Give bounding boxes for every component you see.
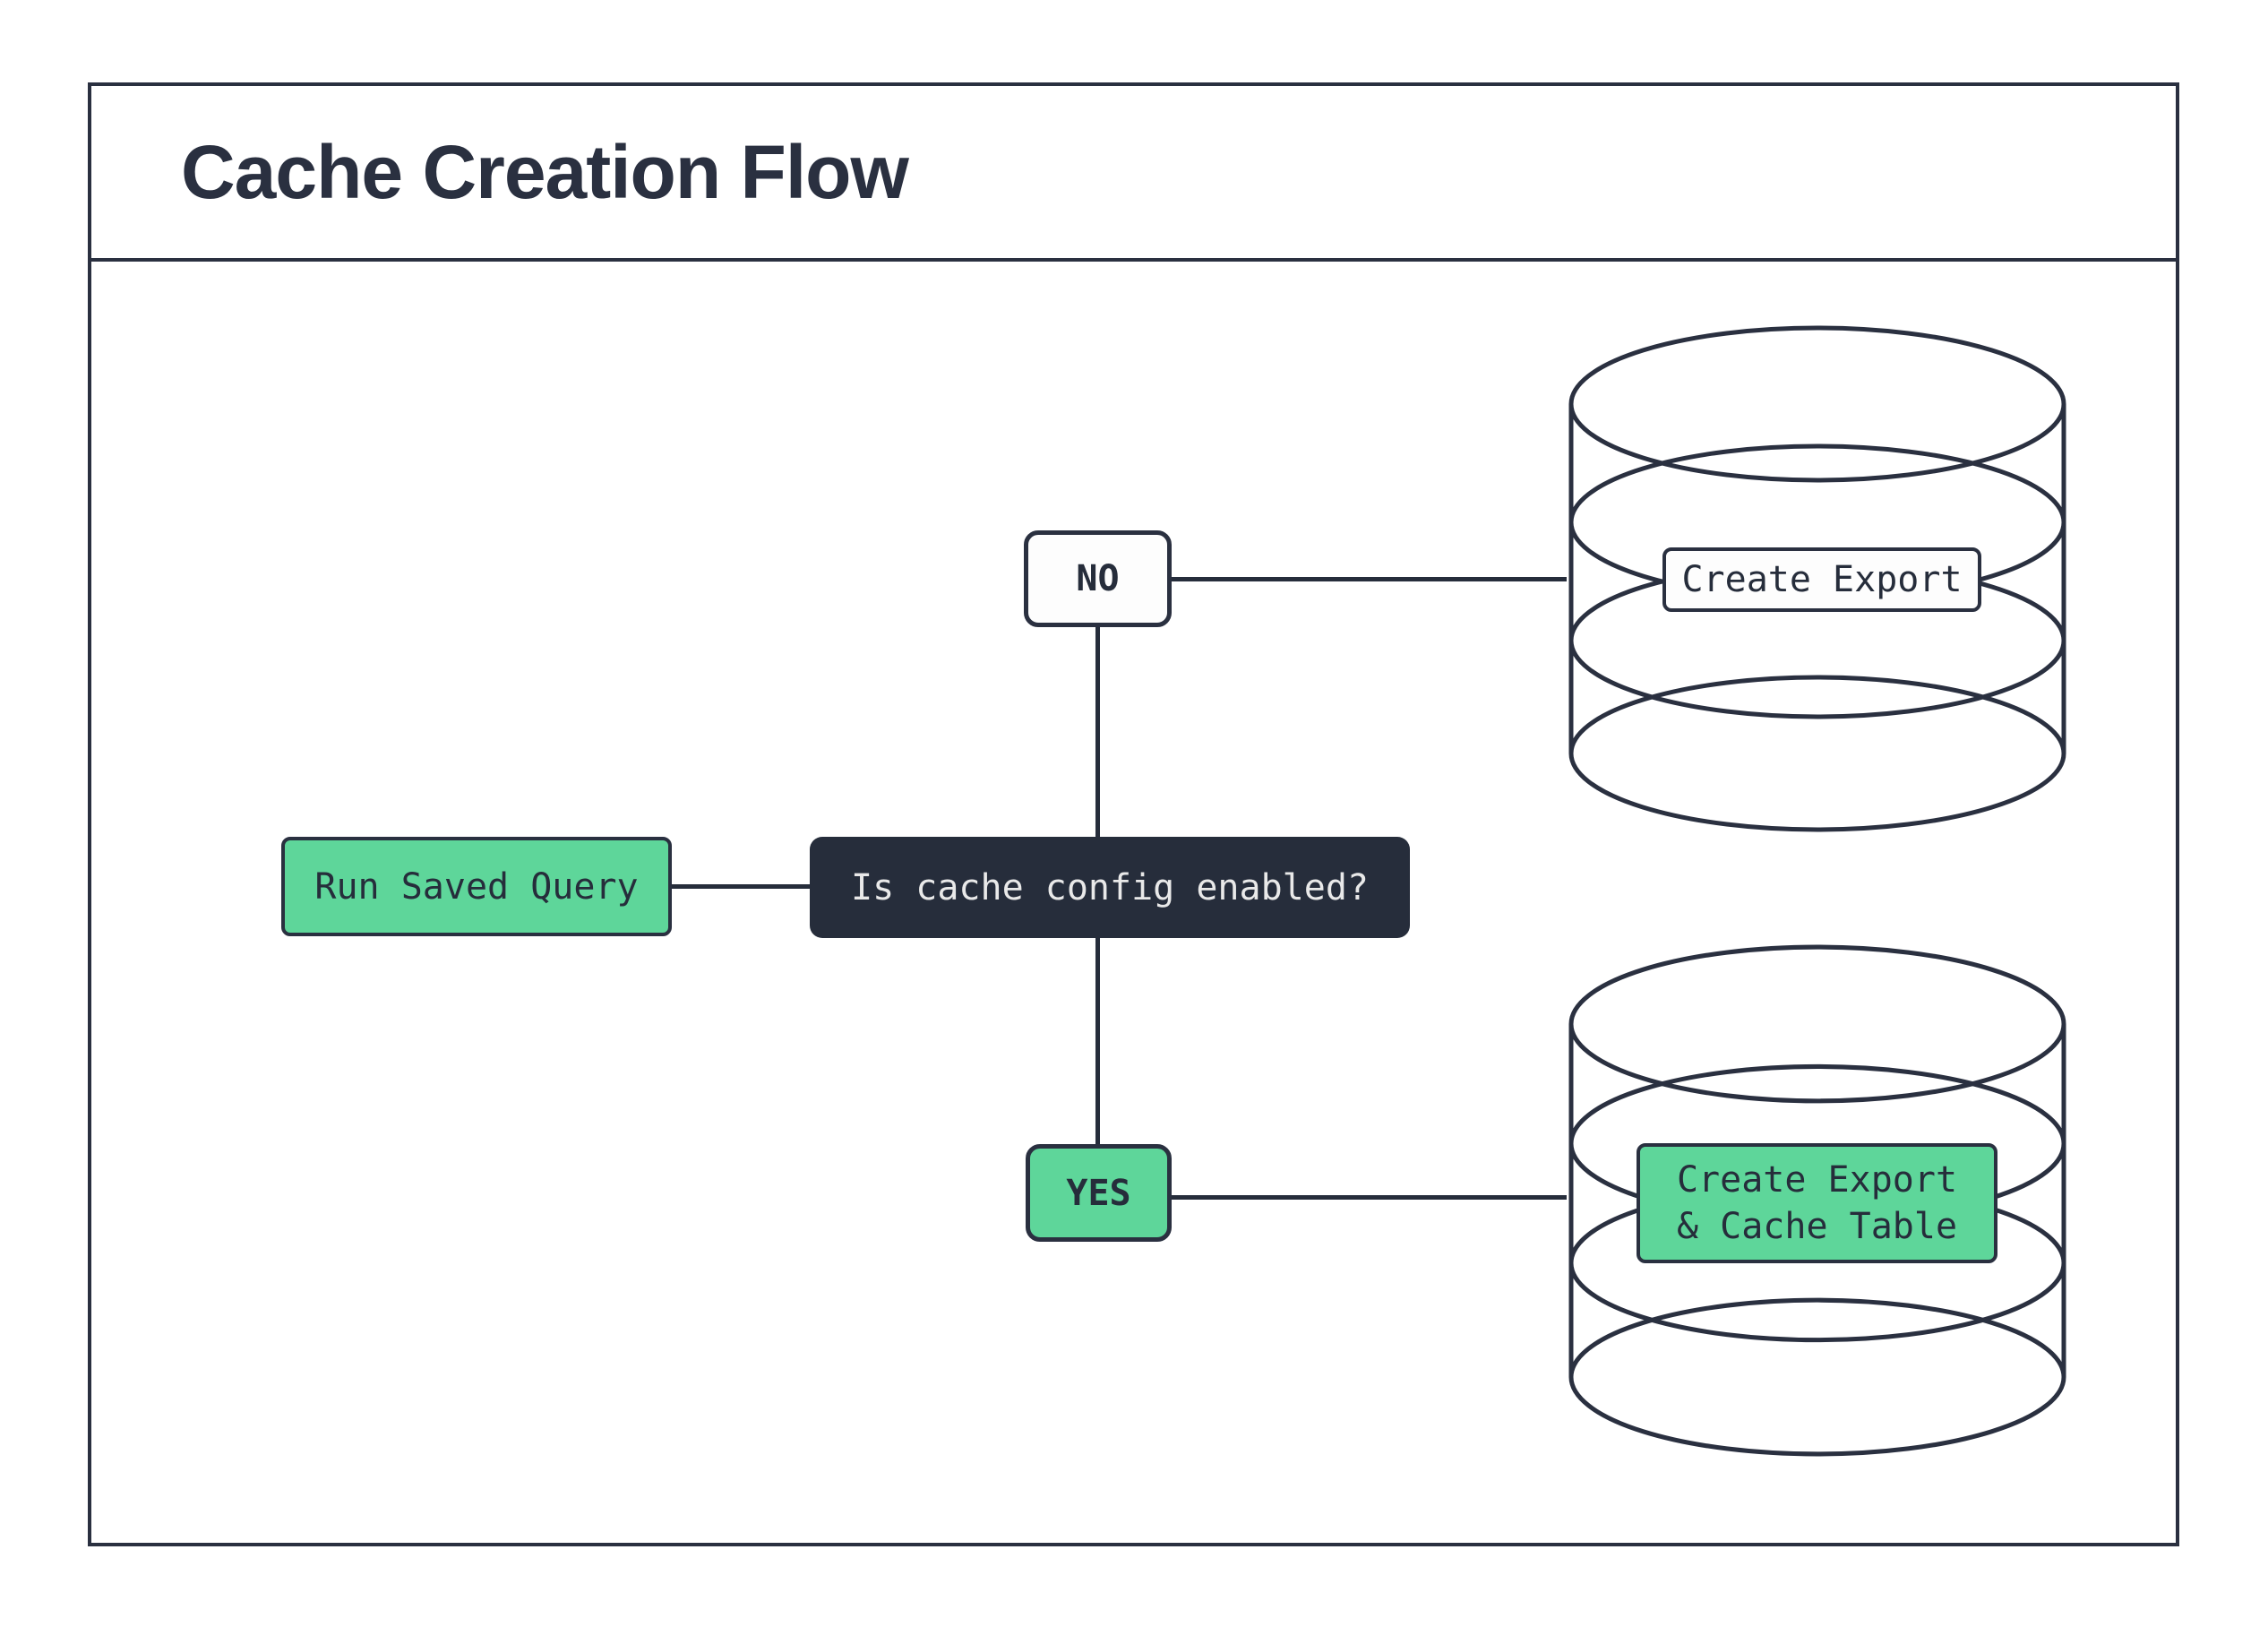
node-branch-no: NO (1024, 530, 1172, 627)
page-title: Cache Creation Flow (181, 129, 909, 214)
connector-yes-to-database (1172, 1195, 1567, 1200)
node-run-saved-query: Run Saved Query (281, 837, 672, 936)
connector-decision-to-no (1095, 627, 1100, 837)
node-branch-yes-label: YES (1066, 1172, 1131, 1214)
connector-start-to-decision (672, 884, 810, 889)
node-branch-no-label: NO (1076, 558, 1120, 599)
node-branch-yes: YES (1026, 1144, 1172, 1242)
label-create-export-cache-line1: Create Export (1676, 1159, 1958, 1201)
label-create-export-cache-table: Create Export & Cache Table (1637, 1143, 1997, 1263)
node-run-saved-query-label: Run Saved Query (314, 865, 639, 908)
label-create-export-text: Create Export (1681, 559, 1963, 600)
connector-decision-to-yes (1095, 938, 1100, 1144)
database-cylinder-icon (1568, 944, 2066, 1457)
label-create-export-cache-line2: & Cache Table (1676, 1206, 1958, 1247)
title-bar: Cache Creation Flow (91, 86, 2176, 262)
node-decision-label: Is cache config enabled? (851, 866, 1369, 908)
connector-no-to-database (1172, 577, 1567, 581)
node-decision-cache-config: Is cache config enabled? (810, 837, 1410, 938)
label-create-export: Create Export (1662, 547, 1981, 612)
